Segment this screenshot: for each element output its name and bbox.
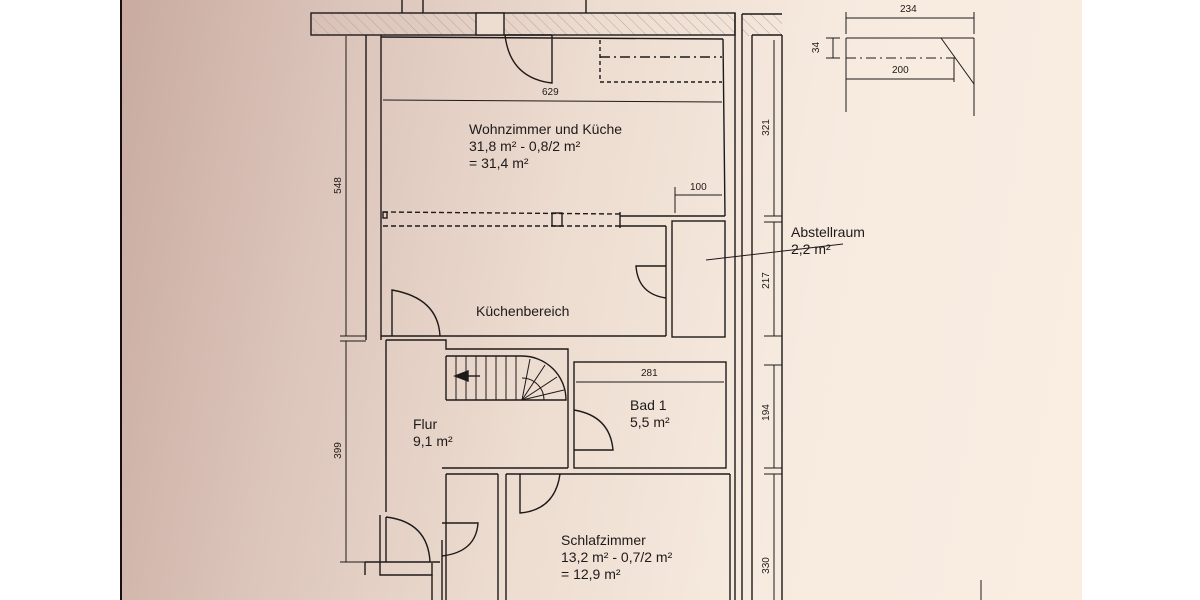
room-label-schlafzimmer: Schlafzimmer 13,2 m² - 0,7/2 m² = 12,9 m… bbox=[561, 532, 672, 583]
room-label-flur: Flur 9,1 m² bbox=[413, 416, 453, 450]
room-area-calc: 31,8 m² - 0,8/2 m² bbox=[469, 138, 581, 154]
dim-right-bad: 194 bbox=[760, 404, 772, 421]
dim-right-wohnzimmer: 321 bbox=[760, 119, 772, 136]
right-wall bbox=[734, 13, 783, 600]
dim-left-upper: 548 bbox=[332, 177, 344, 194]
left-wall bbox=[365, 35, 382, 340]
room-name: Abstellraum bbox=[791, 224, 865, 240]
room-area-total: 5,5 m² bbox=[630, 414, 670, 430]
dim-kitchen-counter: 100 bbox=[690, 182, 707, 193]
top-wall bbox=[310, 0, 782, 36]
room-area-total: 9,1 m² bbox=[413, 433, 453, 449]
dim-right-abstellraum: 217 bbox=[760, 272, 772, 289]
room-area-total: = 12,9 m² bbox=[561, 566, 621, 582]
dim-right-schlafzimmer: 330 bbox=[760, 557, 772, 574]
room-schlafzimmer-outline bbox=[364, 473, 731, 600]
room-bad1-outline bbox=[573, 361, 727, 469]
dimension-lines bbox=[340, 12, 982, 600]
room-name: Schlafzimmer bbox=[561, 532, 646, 548]
dim-wohnzimmer-width: 629 bbox=[542, 87, 559, 98]
room-label-wohnzimmer: Wohnzimmer und Küche 31,8 m² - 0,8/2 m² … bbox=[469, 121, 622, 172]
room-name: Küchenbereich bbox=[476, 303, 570, 319]
dim-detail-height: 34 bbox=[811, 41, 823, 54]
room-name: Wohnzimmer und Küche bbox=[469, 121, 623, 137]
room-kuechenbereich-outline bbox=[381, 225, 667, 337]
room-label-bad1: Bad 1 5,5 m² bbox=[630, 397, 670, 431]
room-flur-outline bbox=[385, 339, 569, 512]
room-name: Flur bbox=[413, 416, 438, 432]
room-abstellraum-outline bbox=[671, 220, 726, 338]
dim-bad-width: 281 bbox=[641, 368, 658, 379]
dim-detail-width: 234 bbox=[900, 4, 917, 15]
room-label-abstellraum: Abstellraum 2,2 m² bbox=[791, 224, 865, 258]
room-label-kuechenbereich: Küchenbereich bbox=[476, 303, 569, 320]
paper-sheet bbox=[120, 0, 1082, 600]
dim-detail-inner: 200 bbox=[892, 65, 909, 76]
room-name: Bad 1 bbox=[630, 397, 667, 413]
room-area-total: 2,2 m² bbox=[791, 241, 831, 257]
room-area-calc: 13,2 m² - 0,7/2 m² bbox=[561, 549, 673, 565]
dim-left-lower: 399 bbox=[332, 442, 344, 459]
room-area-total: = 31,4 m² bbox=[469, 155, 529, 171]
